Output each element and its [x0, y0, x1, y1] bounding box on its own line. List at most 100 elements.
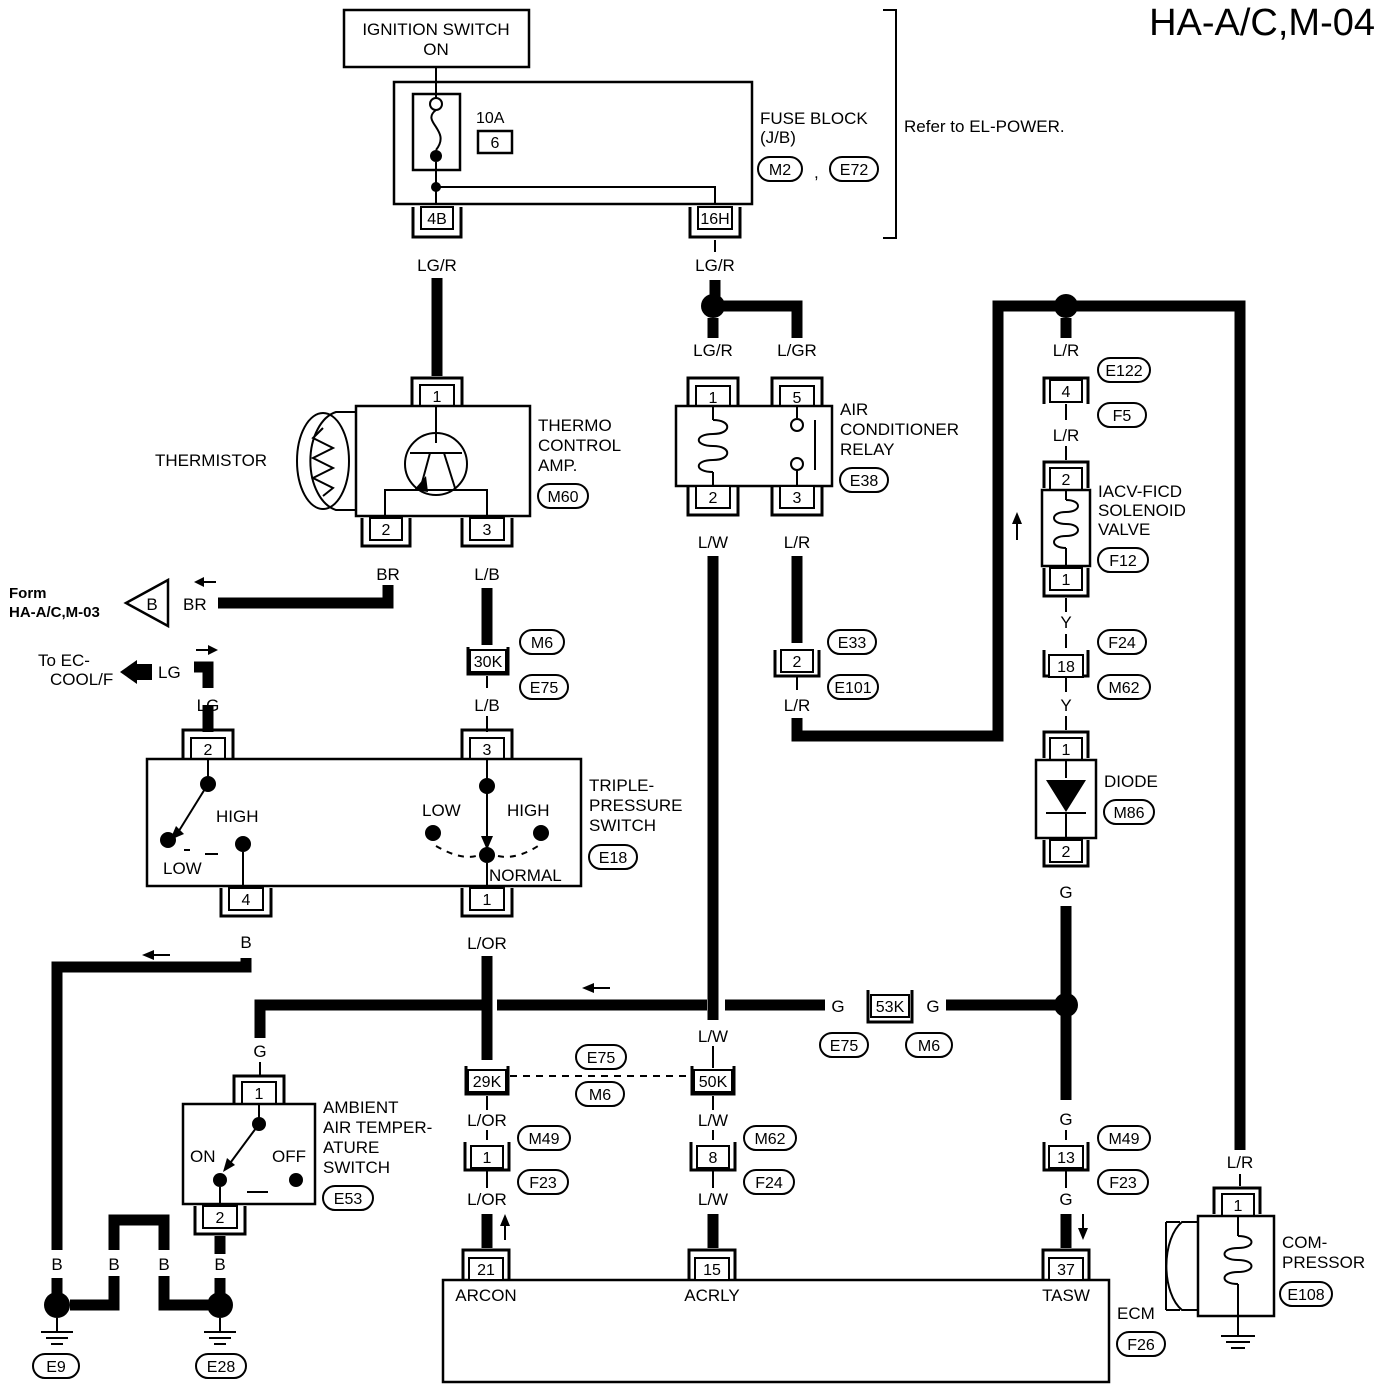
- wire-color: L/OR: [467, 934, 507, 953]
- wire-color: L/W: [698, 1190, 728, 1209]
- ground-icon: [41, 1318, 73, 1345]
- compressor: L/R 1 COM- PRESSOR E108: [1165, 1153, 1365, 1349]
- connector-id: M49: [528, 1131, 559, 1148]
- pin-label: 3: [483, 522, 492, 539]
- wire-color: L/B: [474, 696, 500, 715]
- wire-color: L/W: [698, 1027, 728, 1046]
- thermistor-label: THERMISTOR: [155, 451, 267, 470]
- ignition-switch: IGNITION SWITCH ON: [342, 8, 531, 69]
- wire-color: LG/R: [695, 256, 735, 275]
- switch-label: OFF: [272, 1147, 306, 1166]
- connector-id: E75: [530, 680, 559, 697]
- connector-id: M60: [547, 489, 578, 506]
- thermo-control-amp: 1 THERMISTOR THERMO CONTROL AMP. M60 2 3: [155, 376, 621, 548]
- connector-id: M49: [1108, 1131, 1139, 1148]
- component-label: AMP.: [538, 456, 577, 475]
- component-label: TRIPLE-: [589, 776, 654, 795]
- component-label: THERMO: [538, 416, 612, 435]
- splice-point: [1054, 993, 1078, 1017]
- connector-id: F26: [1127, 1337, 1155, 1354]
- component-label: PRESSURE: [589, 796, 683, 815]
- connector-id: M86: [1113, 805, 1144, 822]
- wire: [218, 585, 394, 609]
- wire-color: LG/R: [417, 256, 457, 275]
- pin-label: 1: [709, 390, 718, 407]
- component-label: PRESSOR: [1282, 1253, 1365, 1272]
- pin-label: 18: [1057, 659, 1075, 676]
- wire-color: G: [926, 997, 939, 1016]
- connector-id: F24: [1108, 635, 1136, 652]
- connector-id: F23: [529, 1175, 557, 1192]
- pin-label: 2: [793, 654, 802, 671]
- pin-label: 15: [703, 1262, 721, 1279]
- wire-color: G: [831, 997, 844, 1016]
- offpage-connector: [123, 577, 170, 629]
- pin-label: 5: [793, 390, 802, 407]
- offpage-label: Form: [9, 585, 47, 602]
- component-label: CONTROL: [538, 436, 621, 455]
- fuse-block-sublabel: (J/B): [760, 128, 796, 147]
- pin-label: 30K: [474, 654, 503, 671]
- fuse-block: 10A 6 FUSE BLOCK (J/B) M2 , E72 Refer to…: [392, 9, 1065, 239]
- pin-label: 8: [709, 1150, 718, 1167]
- offpage-label: To EC-: [38, 651, 90, 670]
- pin-label: 1: [483, 1150, 492, 1167]
- wire-color: B: [51, 1255, 62, 1274]
- diode: 1 2 DIODE M86: [1034, 730, 1158, 868]
- component-label: AIR TEMPER-: [323, 1118, 432, 1137]
- wire: [70, 1214, 208, 1311]
- wire-color: L/OR: [467, 1190, 507, 1209]
- switch-label: LOW: [422, 801, 461, 820]
- component-label: SWITCH: [323, 1158, 390, 1177]
- switch-label: HIGH: [216, 807, 259, 826]
- wire: [1066, 300, 1246, 1150]
- wire-color: G: [253, 1042, 266, 1061]
- wire: [713, 300, 803, 338]
- connector-id: E38: [850, 473, 879, 490]
- connector-id: F5: [1113, 408, 1132, 425]
- ground-icon: [204, 1318, 236, 1345]
- connector-id: E53: [334, 1191, 363, 1208]
- switch-label: LOW: [163, 859, 202, 878]
- pin-label: 1: [1234, 1198, 1243, 1215]
- pin-label: 4: [242, 892, 251, 909]
- component-label: AMBIENT: [323, 1098, 399, 1117]
- wire-color: L/W: [698, 533, 728, 552]
- pin-label: 13: [1057, 1150, 1075, 1167]
- wire-color: LG/R: [693, 341, 733, 360]
- connector-id: F24: [755, 1175, 783, 1192]
- terminal-name: TASW: [1042, 1286, 1090, 1305]
- wire-color: L/R: [1053, 341, 1079, 360]
- pin-label: 2: [382, 522, 391, 539]
- reference-note: Refer to EL-POWER.: [904, 117, 1065, 136]
- ignition-state: ON: [423, 40, 449, 59]
- ground-id: E9: [46, 1359, 66, 1376]
- wire-color: L/R: [784, 533, 810, 552]
- fuse-block-label: FUSE BLOCK: [760, 109, 868, 128]
- ecm: 21 15 37 ARCON ACRLY TASW ECM F26: [441, 1248, 1166, 1384]
- connector-id: E108: [1287, 1287, 1324, 1304]
- fuse-rating: 10A: [476, 110, 505, 127]
- arrow-up-icon: [1012, 512, 1022, 524]
- connector-id: E33: [838, 635, 867, 652]
- wire: [254, 999, 487, 1038]
- pin-label: 29K: [473, 1074, 502, 1091]
- pin-label: 2: [1062, 844, 1071, 861]
- offpage-label: HA-A/C,M-03: [9, 604, 100, 621]
- connector-id: M6: [589, 1087, 611, 1104]
- wire-color: G: [1059, 1190, 1072, 1209]
- wire-color: L/OR: [467, 1111, 507, 1130]
- wire-color: L/R: [784, 696, 810, 715]
- pin-label: 53K: [876, 999, 905, 1016]
- wire-color: L/W: [698, 1111, 728, 1130]
- wire-color: L/R: [1053, 426, 1079, 445]
- wire-color: B: [214, 1255, 225, 1274]
- wire-color: B: [158, 1255, 169, 1274]
- component-label: IACV-FICD: [1098, 482, 1182, 501]
- pin-label: 16H: [700, 211, 729, 228]
- pin-label: 1: [255, 1086, 264, 1103]
- terminal-name: ARCON: [455, 1286, 516, 1305]
- wire-color: G: [1059, 1110, 1072, 1129]
- fuse-terminal-top: [429, 97, 443, 111]
- diode-icon: [1046, 780, 1086, 812]
